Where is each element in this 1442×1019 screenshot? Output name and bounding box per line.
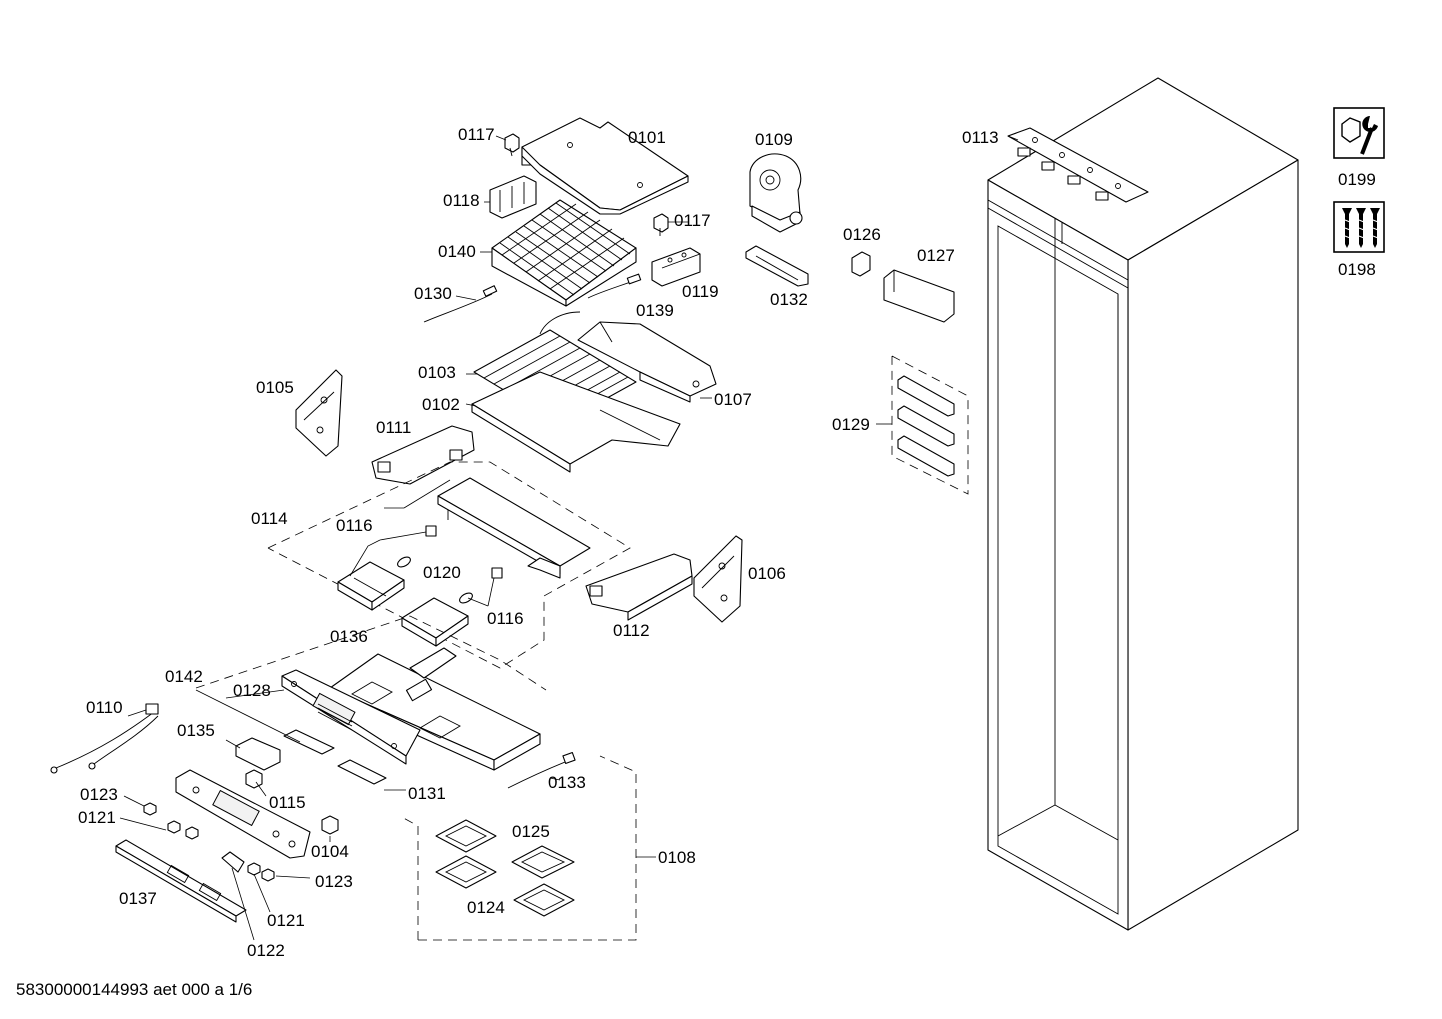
cabinet-housing — [987, 77, 1299, 931]
callout-0130: 0130 — [414, 284, 452, 303]
part-0117-clip-top — [504, 133, 520, 157]
callout-0142: 0142 — [165, 667, 203, 686]
callout-0121: 0121 — [267, 911, 305, 930]
callout-0113: 0113 — [962, 128, 999, 147]
callout-0123: 0123 — [315, 872, 353, 891]
part-0109-fan — [749, 153, 803, 233]
callout-0119: 0119 — [682, 282, 719, 301]
callout-0101: 0101 — [628, 128, 666, 147]
callout-0135: 0135 — [177, 721, 215, 740]
callout-0116: 0116 — [336, 516, 373, 535]
part-0132-handle — [745, 245, 809, 287]
callout-0122: 0122 — [247, 941, 285, 960]
callout-0116: 0116 — [487, 609, 524, 628]
part-0116-lamp-cover-right — [401, 597, 469, 647]
callout-0199: 0199 — [1338, 170, 1376, 189]
callout-labels: 0117 0101 0109 0113 0199 0118 0117 0126 … — [78, 125, 1376, 960]
callout-0112: 0112 — [613, 621, 650, 640]
part-0128-control-panel — [281, 669, 421, 765]
part-0119-block — [651, 247, 701, 287]
callout-0109: 0109 — [755, 130, 793, 149]
document-code: 58300000144993 aet 000 a 1/6 — [16, 980, 253, 999]
callout-0127: 0127 — [917, 246, 955, 265]
part-0133-sensor-cable — [507, 751, 576, 789]
screws-icon — [1333, 201, 1385, 253]
part-0137-fascia — [115, 839, 247, 923]
part-0123-button — [143, 802, 275, 882]
callout-0108: 0108 — [658, 848, 696, 867]
part-0111-bracket — [371, 425, 475, 485]
part-0121-button — [167, 820, 261, 876]
callout-0104: 0104 — [311, 842, 349, 861]
part-0120-bulbs — [397, 556, 473, 604]
part-0140-evaporator — [491, 199, 637, 307]
callout-0117: 0117 — [458, 125, 495, 144]
callout-0103: 0103 — [418, 363, 456, 382]
part-0117-clip-right — [653, 213, 669, 236]
callout-0106: 0106 — [748, 564, 786, 583]
callout-0123: 0123 — [80, 785, 118, 804]
callout-0102: 0102 — [422, 395, 460, 414]
callout-0118: 0118 — [443, 191, 480, 210]
part-0114-group-outline — [267, 461, 631, 669]
part-0116-lamp-cover-left — [337, 561, 405, 611]
callout-0105: 0105 — [256, 378, 294, 397]
callout-0129: 0129 — [832, 415, 870, 434]
part-0110-cable — [50, 703, 159, 774]
part-0101-top-cover — [521, 117, 689, 215]
callout-0117: 0117 — [674, 211, 711, 230]
callout-0126: 0126 — [843, 225, 881, 244]
callout-0198: 0198 — [1338, 260, 1376, 279]
part-0106-side-bracket — [693, 535, 743, 623]
part-0115-knob — [245, 769, 339, 835]
callout-0125: 0125 — [512, 822, 550, 841]
callout-0107: 0107 — [714, 390, 752, 409]
callout-0120: 0120 — [423, 563, 461, 582]
callout-0137: 0137 — [119, 889, 157, 908]
lamp-leaders — [349, 531, 495, 607]
part-0102-plate — [471, 371, 681, 473]
callout-0132: 0132 — [770, 290, 808, 309]
part-0118-bracket — [489, 175, 537, 219]
callout-0124: 0124 — [467, 898, 505, 917]
part-0126-switch — [851, 251, 871, 277]
part-0122-selector — [221, 851, 245, 873]
callout-0136: 0136 — [330, 627, 368, 646]
part-0116-lamp-socket — [425, 525, 503, 579]
part-0108-group-outline — [399, 755, 656, 941]
part-0135-connector — [235, 737, 281, 771]
callout-0131: 0131 — [408, 784, 446, 803]
part-0104-display-panel — [175, 769, 311, 859]
part-0124-gasket — [435, 855, 575, 917]
part-0131-strip — [337, 759, 387, 785]
callout-0140: 0140 — [438, 242, 476, 261]
part-0114-lamp-rail — [437, 477, 591, 579]
callout-0111: 0111 — [376, 418, 411, 437]
wrench-nut-icon — [1333, 107, 1385, 159]
part-0125-gasket — [435, 819, 575, 879]
callout-0139: 0139 — [636, 301, 674, 320]
part-0112-bracket — [585, 553, 693, 621]
callout-0128: 0128 — [233, 681, 271, 700]
callout-0114: 0114 — [251, 509, 288, 528]
callout-0115: 0115 — [269, 793, 306, 812]
part-0129-strips — [876, 355, 969, 495]
part-0139-sensor-cable — [587, 273, 642, 299]
callout-0121: 0121 — [78, 808, 116, 827]
part-0142-strip — [283, 729, 335, 755]
part-0105-side-bracket — [295, 369, 343, 457]
part-0127-panel — [883, 269, 955, 323]
callout-0133: 0133 — [548, 773, 586, 792]
callout-leaders — [119, 135, 1019, 941]
part-0113-top-strip — [1007, 127, 1149, 203]
callout-0110: 0110 — [86, 698, 123, 717]
part-0107-drip-tray — [577, 321, 717, 403]
part-0130-sensor-cable — [423, 285, 498, 323]
